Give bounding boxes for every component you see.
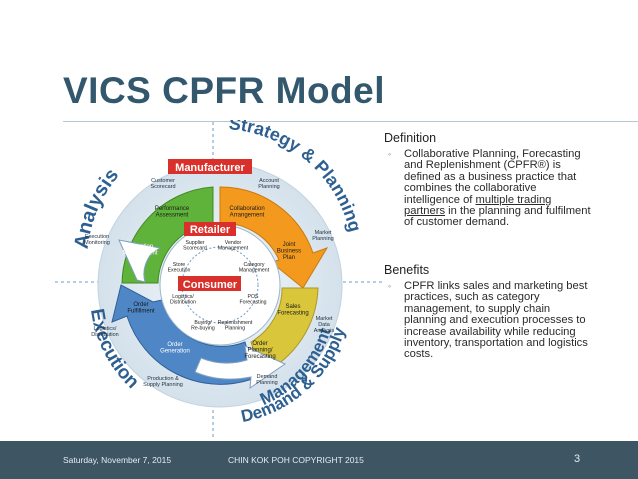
page-number: 3 [574,453,581,465]
bullet-icon: ◦ [388,281,392,291]
orange-segment [219,186,329,289]
white-arrow-left [118,239,162,283]
buying-rebuying-label: Buying/Re-buying [191,320,215,332]
benefits-heading: Benefits [384,263,430,277]
bullet-icon: ◦ [388,149,392,159]
cpfr-model-diagram: Analysis Strategy & Planning Execution D… [55,120,385,438]
definition-heading: Definition [384,131,437,145]
footer-copyright: CHIN KOK POH COPYRIGHT 2015 [228,455,364,465]
benefits-list: ◦ CPFR links sales and marketing best pra… [384,280,594,361]
logistics-distribution-label: Logistics/Distribution [91,326,119,338]
consumer-tag-label: Consumer [183,279,238,291]
footer-date: Saturday, November 7, 2015 [63,455,172,465]
footer-bar: Saturday, November 7, 2015 CHIN KOK POH … [0,441,638,479]
benefits-section: Benefits ◦ CPFR links sales and marketing… [384,263,594,361]
blue-segment [111,284,256,385]
manufacturer-tag-label: Manufacturer [175,162,245,174]
production-supply-label: Production &Supply Planning [143,376,183,388]
benefits-text: CPFR links sales and marketing best prac… [404,280,588,361]
definition-text-before: Collaborative Planning, Forecasting and … [404,148,581,206]
manufacturer-tag [168,159,252,174]
title-divider [63,121,638,122]
definition-text-underlined: multiple trading partners [404,193,552,218]
slide-title: VICS CPFR Model [63,70,386,111]
top-band [0,0,638,12]
inner-logistics-label: Logistics/Distribution [170,294,196,306]
white-arrow-bottom [194,345,287,390]
definition-section: Definition ◦ Collaborative Planning, Fore… [384,131,594,229]
definition-text-after: in the planning and fulfilment of custom… [404,205,591,229]
retailer-tag [184,222,236,236]
inner-dotted-ring [181,246,259,324]
retailer-tag-label: Retailer [190,224,231,236]
benefits-item: ◦ CPFR links sales and marketing best pra… [384,280,594,361]
consumer-tag [178,276,241,291]
definition-item: ◦ Collaborative Planning, Forecasting and… [384,148,594,229]
definition-list: ◦ Collaborative Planning, Forecasting and… [384,148,594,229]
